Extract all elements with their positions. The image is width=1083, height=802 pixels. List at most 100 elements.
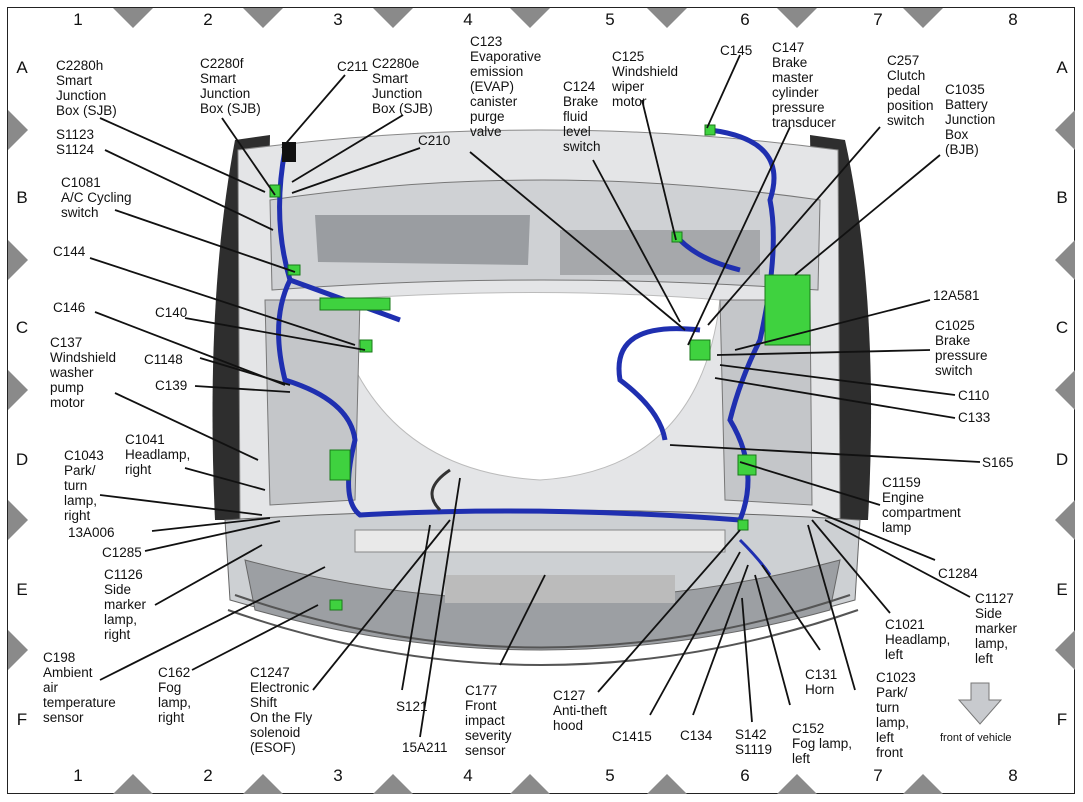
label-s121: S121 — [396, 699, 428, 714]
label-line: C1025 — [935, 318, 975, 333]
label-line: Brake — [772, 55, 808, 70]
col-1-top: 1 — [73, 10, 83, 29]
label-c110: C110 — [958, 388, 989, 403]
label-line: C147 — [772, 40, 805, 55]
label-c1415: C1415 — [612, 729, 652, 744]
label-line: Smart — [372, 71, 409, 86]
label-line: C2280e — [372, 56, 420, 71]
label-line: Fog lamp, — [792, 736, 853, 751]
label-line: lamp, — [876, 715, 910, 730]
label-line: compartment — [882, 505, 961, 520]
label-line: severity — [465, 728, 512, 743]
label-c140: C140 — [155, 305, 187, 320]
label-line: Smart — [200, 71, 237, 86]
label-line: Front — [465, 698, 497, 713]
label-line: hood — [553, 718, 584, 733]
label-line: (ESOF) — [250, 740, 296, 755]
label-line: left — [975, 651, 994, 666]
label-s165: S165 — [982, 455, 1014, 470]
col-2-bottom: 2 — [203, 766, 213, 785]
label-line: left — [792, 751, 811, 766]
label-line: Park/ — [876, 685, 908, 700]
label-line: temperature — [43, 695, 116, 710]
row-b-left: B — [16, 188, 28, 207]
label-line: Horn — [805, 682, 835, 697]
label-line: pressure — [935, 348, 988, 363]
connectors — [269, 124, 811, 611]
label-line: pump — [50, 380, 84, 395]
label-line: switch — [935, 363, 973, 378]
label-line: C139 — [155, 378, 188, 393]
label-line: C1127 — [975, 591, 1014, 606]
col-5-top: 5 — [605, 10, 615, 29]
label-c144: C144 — [53, 244, 85, 259]
label-line: C211 — [337, 59, 369, 74]
row-f-right: F — [1056, 710, 1068, 729]
label-line: C110 — [958, 388, 990, 403]
label-line: C134 — [680, 728, 713, 743]
label-line: S165 — [982, 455, 1014, 470]
label-line: Shift — [250, 695, 278, 710]
label-line: marker — [975, 621, 1018, 636]
label-line: A/C Cycling — [61, 190, 132, 205]
label-line: C133 — [958, 410, 991, 425]
label-line: left — [876, 730, 895, 745]
label-line: transducer — [772, 115, 836, 130]
label-line: 15A211 — [402, 740, 448, 755]
label-line: S142 — [735, 727, 767, 742]
label-line: Box (SJB) — [372, 101, 433, 116]
label-line: C1415 — [612, 729, 652, 744]
row-d-left: D — [15, 450, 29, 469]
col-6-top: 6 — [740, 10, 750, 29]
col-4-top: 4 — [463, 10, 473, 29]
label-line: C1247 — [250, 665, 290, 680]
label-line: turn — [876, 700, 900, 715]
label-line: Fog — [158, 680, 182, 695]
label-line: Engine — [882, 490, 925, 505]
label-c133: C133 — [958, 410, 990, 425]
label-line: right — [64, 508, 91, 523]
label-line: Headlamp, — [125, 447, 191, 462]
row-d-right: D — [1055, 450, 1069, 469]
label-line: Box (SJB) — [200, 101, 261, 116]
label-line: Junction — [200, 86, 251, 101]
label-line: valve — [470, 124, 502, 139]
label-line: lamp — [882, 520, 912, 535]
c211-connector — [282, 142, 296, 162]
label-line: turn — [64, 478, 88, 493]
label-line: switch — [887, 113, 925, 128]
col-1-bottom: 1 — [73, 766, 83, 785]
front-arrow-icon — [957, 682, 1003, 725]
label-line: Box (SJB) — [56, 103, 117, 118]
label-line: lamp, — [64, 493, 98, 508]
label-line: S1119 — [735, 742, 773, 757]
label-line: C137 — [50, 335, 83, 350]
label-line: pedal — [887, 83, 921, 98]
label-c1284: C1284 — [938, 566, 978, 581]
label-line: fluid — [563, 109, 588, 124]
label-line: washer — [50, 365, 94, 380]
label-line: Box — [945, 127, 969, 142]
label-line: C1041 — [125, 432, 165, 447]
label-line: left — [885, 647, 904, 662]
label-line: C177 — [465, 683, 498, 698]
label-line: C210 — [418, 133, 451, 148]
label-line: C1148 — [144, 352, 183, 367]
label-line: C1023 — [876, 670, 916, 685]
label-line: impact — [465, 713, 505, 728]
col-5-bottom: 5 — [605, 766, 615, 785]
label-line: C1284 — [938, 566, 978, 581]
label-line: emission — [470, 64, 524, 79]
label-line: Smart — [56, 73, 93, 88]
label-line: Brake — [563, 94, 599, 109]
